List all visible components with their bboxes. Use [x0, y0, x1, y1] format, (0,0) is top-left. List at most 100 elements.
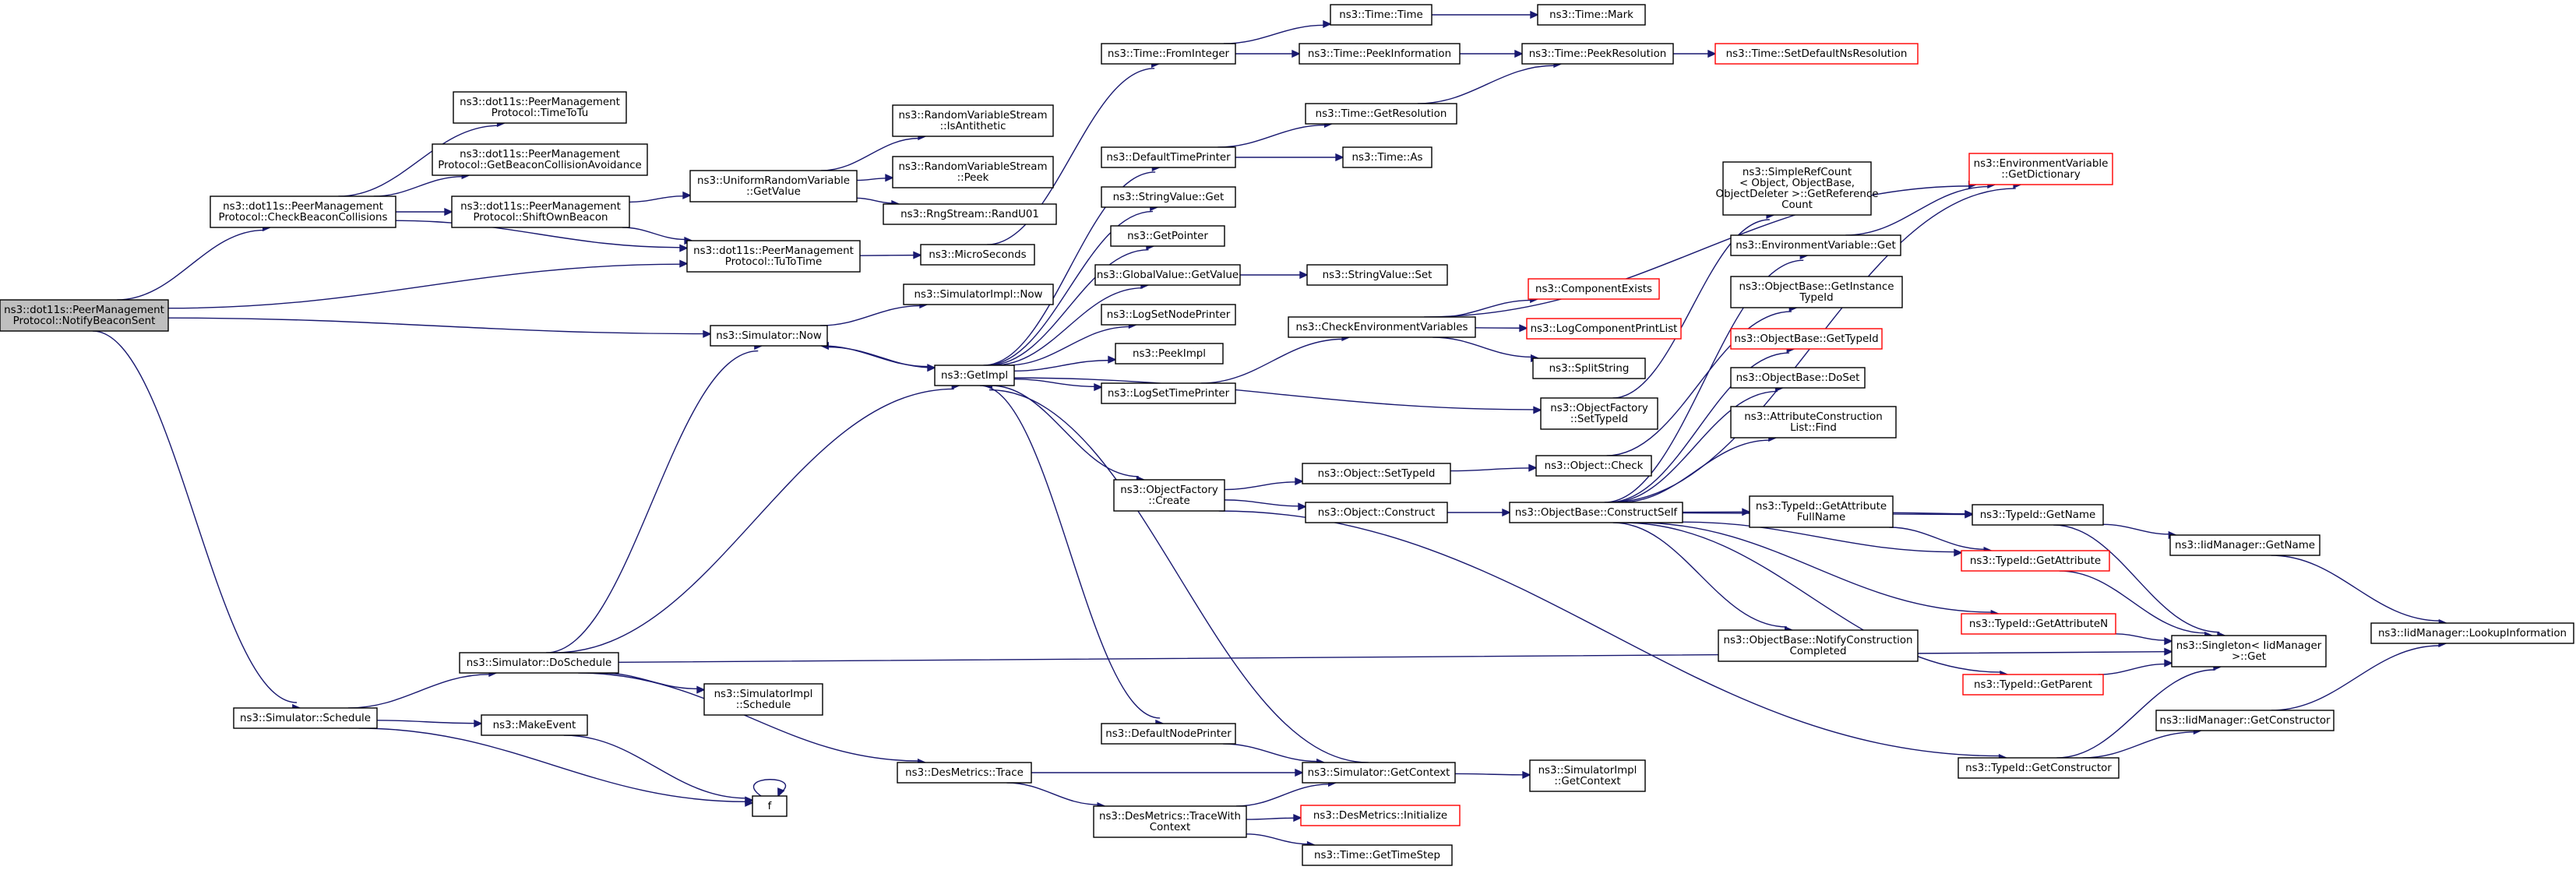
node-gbca[interactable]: ns3::dot11s::PeerManagementProtocol::Get… [432, 143, 648, 176]
node-gvgv[interactable]: ns3::GlobalValue::GetValue [1094, 264, 1241, 286]
node-simisched[interactable]: ns3::SimulatorImpl::Schedule [703, 683, 823, 716]
node-srcgrc[interactable]: ns3::SimpleRefCount< Object, ObjectBase,… [1716, 161, 1879, 216]
edge-arrowhead [2164, 659, 2173, 667]
node-root[interactable]: ns3::dot11s::PeerManagementProtocol::Not… [0, 299, 169, 332]
node-simigc[interactable]: ns3::SimulatorImpl::GetContext [1529, 759, 1646, 792]
node-box [1101, 304, 1236, 326]
node-peekinfo[interactable]: ns3::Time::PeekInformation [1299, 43, 1461, 65]
node-objcons[interactable]: ns3::Object::Construct [1305, 502, 1448, 523]
node-fromint[interactable]: ns3::Time::FromInteger [1101, 43, 1236, 65]
node-peek[interactable]: ns3::RandomVariableStream::Peek [892, 156, 1054, 188]
node-logcpl[interactable]: ns3::LogComponentPrintList [1526, 318, 1682, 340]
node-siminow[interactable]: ns3::SimulatorImpl::Now [903, 284, 1054, 305]
node-tigetan[interactable]: ns3::TypeId::GetAttributeN [1961, 613, 2116, 635]
node-simnow[interactable]: ns3::Simulator::Now [710, 325, 828, 347]
node-getptr[interactable]: ns3::GetPointer [1110, 225, 1225, 247]
edge-line [1224, 499, 1300, 507]
node-simgc[interactable]: ns3::Simulator::GetContext [1302, 762, 1456, 784]
node-lsnp[interactable]: ns3::LogSetNodePrinter [1101, 304, 1236, 326]
node-randu01[interactable]: ns3::RngStream::RandU01 [883, 203, 1057, 225]
edge-line [1606, 311, 1792, 456]
node-label: ::IsAntithetic [940, 121, 1006, 132]
node-objcheck[interactable]: ns3::Object::Check [1535, 455, 1652, 477]
node-peekimpl[interactable]: ns3::PeekImpl [1115, 343, 1224, 365]
node-timemark[interactable]: ns3::Time::Mark [1537, 4, 1646, 26]
edge-line [347, 674, 491, 709]
call-edge-root-to-simsched [92, 330, 301, 713]
node-simsched[interactable]: ns3::Simulator::Schedule [233, 707, 378, 729]
node-makeevent[interactable]: ns3::MakeEvent [481, 714, 588, 736]
node-iidgetname[interactable]: ns3::IidManager::GetName [2169, 534, 2321, 556]
node-box [1288, 316, 1476, 338]
node-cev[interactable]: ns3::CheckEnvironmentVariables [1288, 316, 1476, 338]
node-ofcreate[interactable]: ns3::ObjectFactory::Create [1113, 479, 1225, 512]
edge-line [2115, 633, 2166, 641]
node-getimpl[interactable]: ns3::GetImpl [934, 365, 1015, 386]
node-isanti[interactable]: ns3::RandomVariableStream::IsAntithetic [892, 104, 1054, 137]
node-iidlookup[interactable]: ns3::IidManager::LookupInformation [2370, 622, 2574, 644]
node-cbc[interactable]: ns3::dot11s::PeerManagementProtocol::Che… [210, 195, 396, 228]
node-simds[interactable]: ns3::Simulator::DoSchedule [459, 652, 619, 674]
edge-line [546, 350, 759, 653]
edge-line [1218, 510, 2000, 757]
node-getres[interactable]: ns3::Time::GetResolution [1305, 103, 1457, 125]
edge-arrowhead [1293, 813, 1302, 822]
node-iidgetcons[interactable]: ns3::IidManager::GetConstructor [2155, 710, 2335, 731]
node-dnp[interactable]: ns3::DefaultNodePrinter [1101, 723, 1236, 745]
node-tigetname[interactable]: ns3::TypeId::GetName [1972, 504, 2104, 526]
edge-arrowhead [1707, 49, 1717, 58]
node-obnc[interactable]: ns3::ObjectBase::NotifyConstructionCompl… [1718, 629, 1919, 662]
node-objsti[interactable]: ns3::Object::SetTypeId [1302, 463, 1451, 484]
node-deftp[interactable]: ns3::DefaultTimePrinter [1101, 146, 1236, 168]
node-label: ns3::StringValue::Set [1323, 269, 1432, 281]
node-timetime[interactable]: ns3::Time::Time [1330, 4, 1432, 26]
edge-line [1612, 522, 1787, 628]
node-svset[interactable]: ns3::StringValue::Set [1306, 264, 1448, 286]
node-peekres[interactable]: ns3::Time::PeekResolution [1521, 43, 1674, 65]
edge-arrowhead [1528, 463, 1538, 472]
node-label: ns3::IidManager::LookupInformation [2378, 628, 2567, 639]
node-compex[interactable]: ns3::ComponentExists [1528, 278, 1660, 300]
node-box [892, 156, 1054, 188]
node-tigetparent[interactable]: ns3::TypeId::GetParent [1962, 674, 2104, 696]
node-urvgv[interactable]: ns3::UniformRandomVariable::GetValue [689, 170, 858, 203]
call-edge-deftp-to-timeas [1235, 153, 1344, 162]
node-obgti[interactable]: ns3::ObjectBase::GetTypeId [1730, 328, 1883, 350]
node-timeas[interactable]: ns3::Time::As [1342, 146, 1432, 168]
node-tigeta[interactable]: ns3::TypeId::GetAttribute [1961, 550, 2110, 572]
node-obcs[interactable]: ns3::ObjectBase::ConstructSelf [1509, 502, 1683, 523]
node-timegts[interactable]: ns3::Time::GetTimeStep [1302, 844, 1453, 866]
edge-arrowhead [1298, 502, 1307, 511]
node-svget[interactable]: ns3::StringValue::Get [1101, 186, 1236, 208]
node-dminit[interactable]: ns3::DesMetrics::Initialize [1300, 805, 1461, 826]
node-envget[interactable]: ns3::EnvironmentVariable::Get [1730, 234, 1901, 256]
node-micro[interactable]: ns3::MicroSeconds [920, 244, 1035, 266]
node-label: ns3::GetImpl [941, 370, 1008, 382]
node-tutotime[interactable]: ns3::dot11s::PeerManagementProtocol::TuT… [686, 240, 861, 273]
node-sob[interactable]: ns3::dot11s::PeerManagementProtocol::Shi… [451, 195, 630, 228]
node-box [1968, 153, 2113, 185]
node-obdoset[interactable]: ns3::ObjectBase::DoSet [1730, 367, 1866, 389]
node-splitstr[interactable]: ns3::SplitString [1532, 358, 1646, 379]
node-lstp[interactable]: ns3::LogSetTimePrinter [1101, 382, 1236, 404]
node-label: Protocol::GetBeaconCollisionAvoidance [438, 160, 642, 171]
node-ofsti[interactable]: ns3::ObjectFactory::SetTypeId [1540, 397, 1658, 430]
call-nodes: ns3::dot11s::PeerManagementProtocol::Not… [0, 4, 2574, 866]
node-setdefres[interactable]: ns3::Time::SetDefaultNsResolution [1714, 43, 1919, 65]
node-label: Context [1150, 822, 1190, 833]
node-singleton[interactable]: ns3::Singleton< IidManager>::Get [2171, 635, 2327, 667]
node-box [1305, 103, 1457, 125]
node-envdict[interactable]: ns3::EnvironmentVariable::GetDictionary [1968, 153, 2113, 185]
node-label: >::Get [2232, 651, 2266, 663]
node-tottu[interactable]: ns3::dot11s::PeerManagementProtocol::Tim… [453, 91, 627, 124]
node-dmtrace[interactable]: ns3::DesMetrics::Trace [897, 762, 1032, 784]
node-box [1730, 406, 1897, 439]
call-edge-f-to-f [753, 779, 786, 798]
node-tigetcons[interactable]: ns3::TypeId::GetConstructor [1958, 757, 2120, 779]
node-f[interactable]: f [752, 795, 788, 817]
call-edge-deftp-to-getres [1218, 119, 1334, 148]
